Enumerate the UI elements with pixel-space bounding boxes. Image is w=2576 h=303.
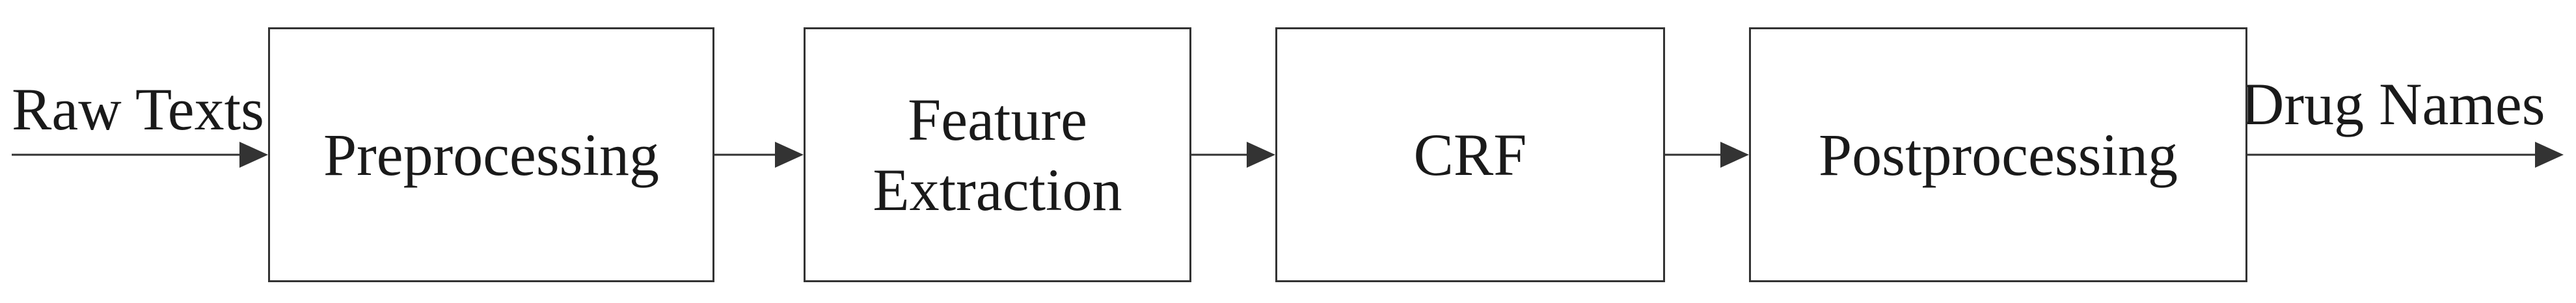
postprocessing-box: Postprocessing (1749, 27, 2247, 282)
feature-extraction-box: Feature Extraction (804, 27, 1191, 282)
feature-extraction-label-line-1: Feature (908, 86, 1087, 153)
arrow-crf-to-postprocessing (1665, 142, 1749, 168)
output-label: Drug Names (2241, 71, 2545, 137)
feature-extraction-label-line-2: Extraction (873, 157, 1122, 223)
arrow-postprocessing-to-output (2247, 142, 2564, 168)
arrow-preprocessing-to-feature-extraction (714, 142, 804, 168)
arrow-feature-extraction-to-crf (1191, 142, 1275, 168)
crf-box: CRF (1275, 27, 1665, 282)
input-label: Raw Texts (12, 76, 264, 142)
crf-label: CRF (1413, 122, 1527, 188)
preprocessing-label: Preprocessing (323, 122, 660, 188)
arrow-input-to-preprocessing (12, 142, 268, 168)
preprocessing-box: Preprocessing (268, 27, 714, 282)
postprocessing-label: Postprocessing (1819, 122, 2178, 188)
